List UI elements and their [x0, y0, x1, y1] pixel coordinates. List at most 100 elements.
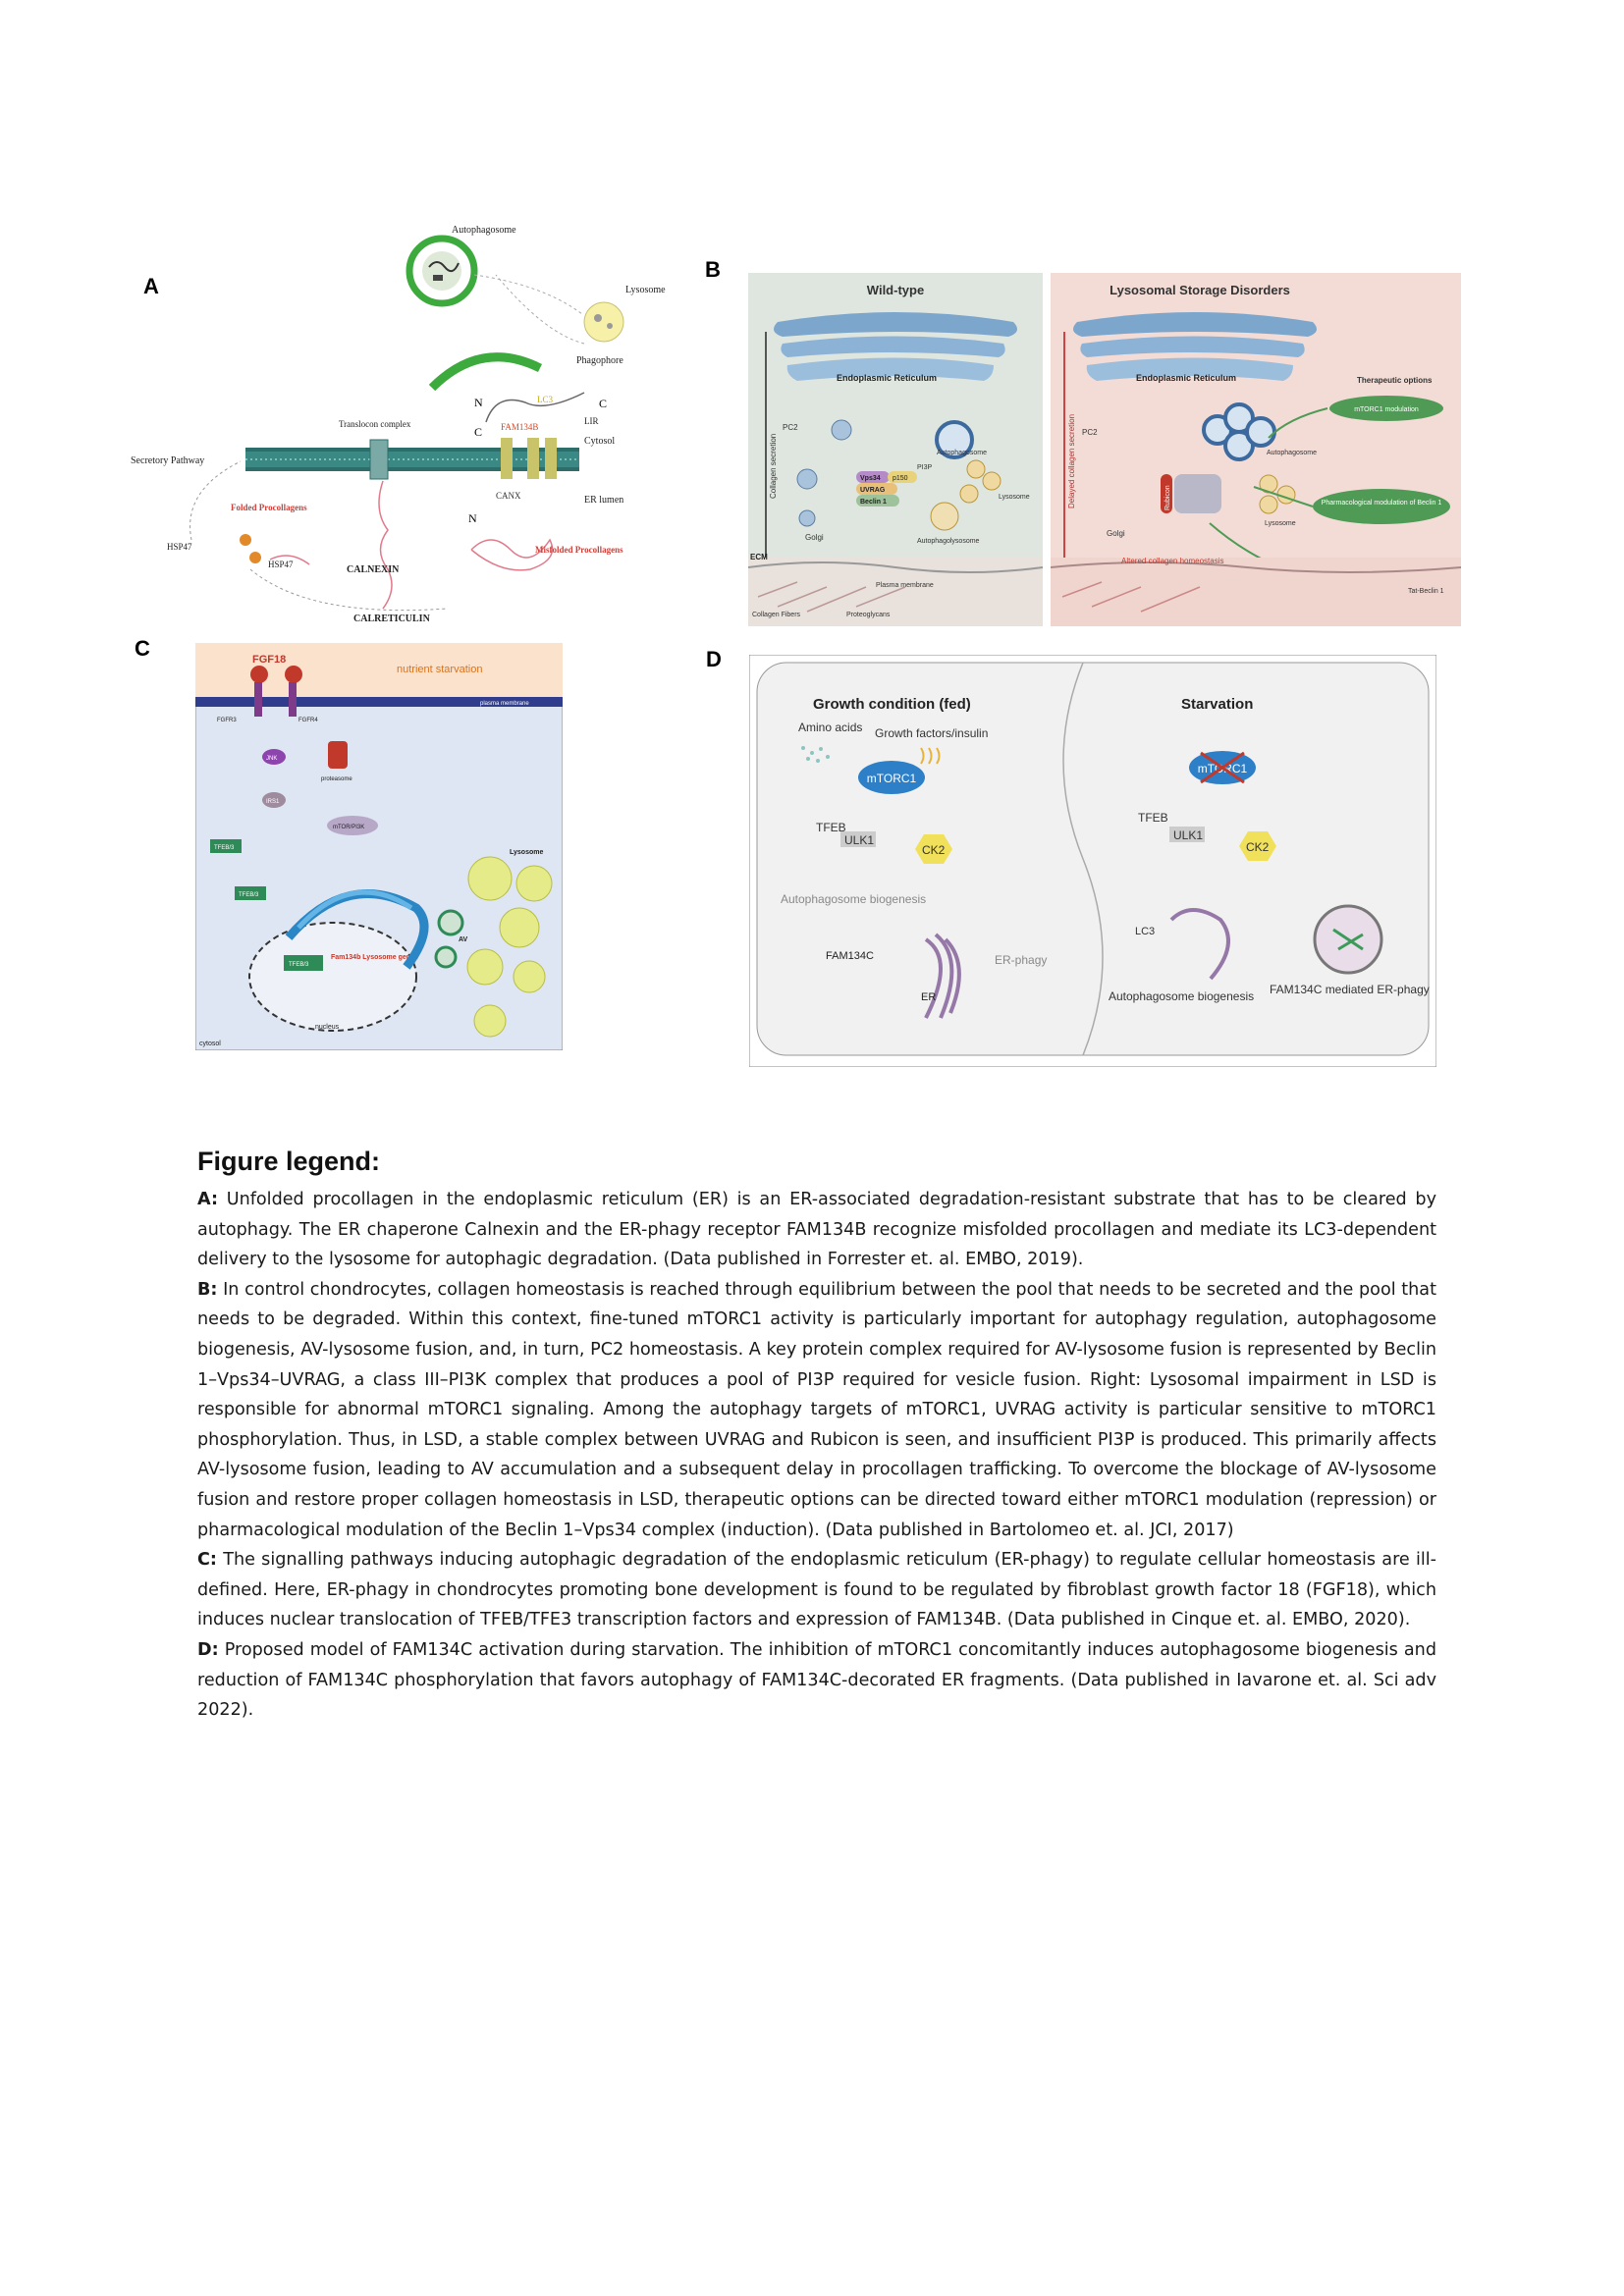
label-pc2-right: PC2	[1082, 428, 1098, 437]
label-lc3: LC3	[1135, 926, 1155, 937]
label-lysosome: Lysosome	[625, 285, 666, 295]
legend-text: The signalling pathways inducing autopha…	[197, 1550, 1436, 1629]
label-tfeb-right: TFEB	[1138, 811, 1168, 825]
label-mtor: mTOR/PI3K	[333, 825, 364, 830]
label-pc2-left: PC2	[783, 423, 798, 432]
label-er-phagy: ER-phagy	[995, 953, 1047, 967]
label-altered: Altered collagen homeostasis	[1121, 557, 1224, 565]
label-misfolded: Misfolded Procollagens	[535, 545, 623, 555]
label-starvation: Starvation	[1181, 696, 1253, 713]
hsp47-icon	[240, 534, 251, 546]
figure-panel-c: plasma membrane FGF18 nutrient starvatio…	[195, 643, 563, 1050]
label-growth: Growth condition (fed)	[813, 696, 971, 713]
pharma-modulation-pill	[1313, 489, 1450, 524]
figure-panel-b: Wild-type Lysosomal Storage Disorders En…	[748, 273, 1461, 626]
label-vps34: Vps34	[860, 475, 881, 482]
label-fam-mediated: FAM134C mediated ER-phagy	[1270, 983, 1430, 996]
label-pharma: Pharmacological modulation of Beclin 1	[1322, 500, 1442, 507]
lsd-complex-icon	[1174, 474, 1221, 513]
label-auto-bio-right: Autophagosome biogenesis	[1109, 989, 1254, 1003]
panel-letter-c: C	[135, 636, 150, 662]
label-amino: Amino acids	[798, 721, 862, 734]
label-n1: N	[474, 396, 483, 409]
er-membrane	[245, 438, 579, 479]
label-ck2-right: CK2	[1246, 840, 1270, 854]
label-fam-genes: Fam134b Lysosome genes	[331, 954, 418, 961]
hsp47-icon	[249, 552, 261, 563]
label-fgfr3: FGFR3	[217, 718, 237, 723]
label-fam134b: FAM134B	[501, 422, 538, 432]
label-lysosome: Lysosome	[510, 849, 543, 856]
label-tfeb2: TFEB/3	[239, 892, 259, 898]
label-er-left: Endoplasmic Reticulum	[837, 373, 937, 383]
label-jnk: JNK	[266, 756, 277, 762]
legend-key: A:	[197, 1190, 218, 1209]
label-fam134c: FAM134C	[826, 950, 874, 962]
label-lir: LIR	[584, 416, 599, 426]
extracellular-region	[195, 643, 563, 697]
legend-key: D:	[197, 1640, 219, 1660]
label-mtorc1-left: mTORC1	[867, 772, 917, 785]
label-ecm: ECM	[750, 553, 768, 561]
label-lc3: LC3	[537, 395, 554, 404]
label-tfeb1: TFEB/3	[214, 845, 235, 851]
label-beclin: Beclin 1	[860, 499, 887, 506]
procollagen-strand	[379, 481, 392, 609]
label-calnexin: CALNEXIN	[347, 564, 400, 575]
legend-item-c: C: The signalling pathways inducing auto…	[197, 1545, 1436, 1635]
label-er-lumen: ER lumen	[584, 495, 623, 506]
er-right-icon	[1073, 312, 1317, 381]
label-pi3p: PI3P	[917, 464, 933, 471]
label-calreticulin: CALRETICULIN	[353, 614, 431, 624]
panel-letter-d: D	[706, 647, 722, 672]
label-lysosome-right: Lysosome	[1265, 520, 1296, 527]
label-folded: Folded Procollagens	[231, 503, 307, 512]
er-left-icon	[774, 312, 1017, 381]
label-collagen-fibers: Collagen Fibers	[752, 612, 801, 618]
autophagosome-icon	[409, 239, 474, 303]
label-ck2-left: CK2	[922, 843, 946, 857]
label-nutrient: nutrient starvation	[397, 664, 482, 675]
label-tat-beclin: Tat-Beclin 1	[1408, 588, 1444, 595]
label-therapeutic: Therapeutic options	[1357, 376, 1433, 385]
legend-text: In control chondrocytes, collagen homeos…	[197, 1280, 1436, 1540]
label-autophagolysosome: Autophagolysosome	[917, 538, 980, 545]
legend-text: Unfolded procollagen in the endoplasmic …	[197, 1190, 1436, 1269]
label-ulk1-left: ULK1	[844, 833, 874, 847]
lysosome-icon	[584, 302, 623, 342]
figure-panel-d: Growth condition (fed) Starvation Amino …	[749, 655, 1436, 1067]
legend-key: B:	[197, 1280, 217, 1300]
label-rubicon: Rubicon	[1164, 485, 1171, 510]
label-p150: p150	[893, 475, 908, 482]
figure-panel-a: Autophagosome Lysosome Phagophore LC3 C …	[123, 216, 673, 628]
label-er: ER	[921, 991, 936, 1003]
label-plasma-membrane: plasma membrane	[480, 701, 529, 707]
label-hsp47b: HSP47	[268, 560, 294, 569]
label-tfeb3: TFEB/3	[289, 962, 309, 968]
label-cytosol: Cytosol	[584, 436, 615, 447]
label-lsd: Lysosomal Storage Disorders	[1110, 283, 1290, 297]
figure-legend: Figure legend: A: Unfolded procollagen i…	[197, 1147, 1436, 1726]
legend-key: C:	[197, 1550, 217, 1570]
panel-letter-b: B	[705, 257, 721, 283]
label-secretory: Secretory Pathway	[131, 455, 204, 466]
label-mtorc1-mod: mTORC1 modulation	[1354, 406, 1419, 413]
label-uvrag: UVRAG	[860, 487, 886, 494]
label-av: AV	[459, 936, 468, 943]
phagophore-arc	[432, 357, 540, 388]
legend-text: Proposed model of FAM134C activation dur…	[197, 1640, 1436, 1720]
proteasome-icon	[328, 741, 348, 769]
label-ulk1-right: ULK1	[1173, 828, 1203, 842]
label-proteoglycans: Proteoglycans	[846, 612, 891, 618]
label-phagophore: Phagophore	[576, 355, 623, 366]
label-cytosol: cytosol	[199, 1041, 221, 1047]
label-fgf18: FGF18	[252, 654, 286, 666]
label-hsp47a: HSP47	[167, 542, 192, 552]
label-golgi-right: Golgi	[1107, 529, 1125, 538]
legend-item-a: A: Unfolded procollagen in the endoplasm…	[197, 1185, 1436, 1275]
label-n2: N	[468, 511, 477, 525]
label-er-right: Endoplasmic Reticulum	[1136, 373, 1236, 383]
legend-item-d: D: Proposed model of FAM134C activation …	[197, 1635, 1436, 1726]
nucleus-icon	[249, 923, 416, 1031]
label-translocon: Translocon complex	[339, 419, 411, 429]
